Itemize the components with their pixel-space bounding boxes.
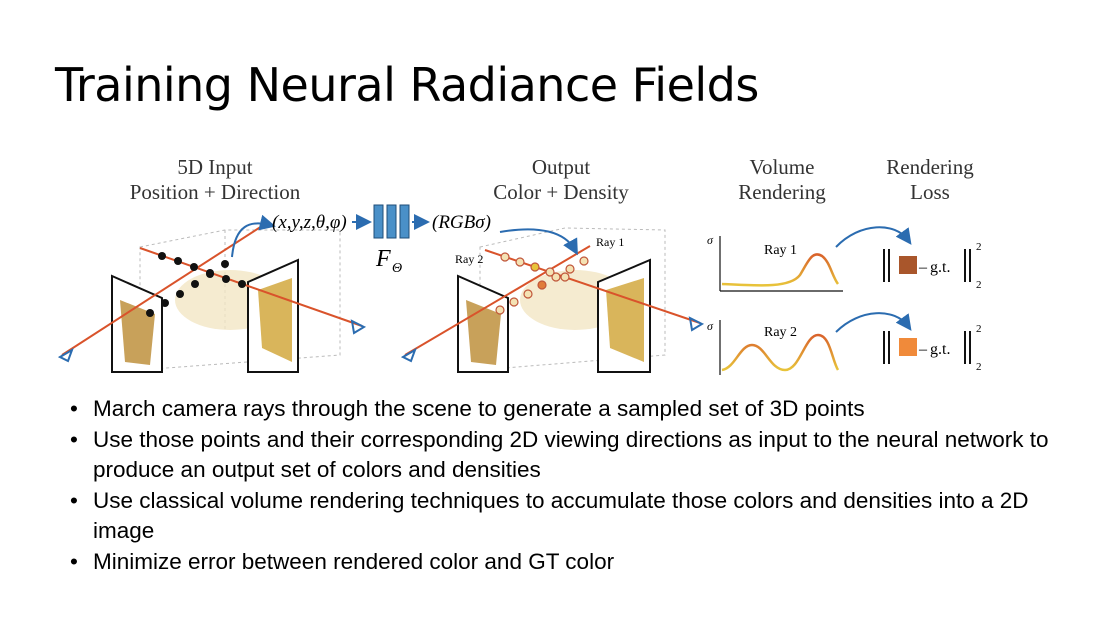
input-tuple: (x,y,z,θ,φ) bbox=[272, 212, 347, 233]
loss-heading-line2: Loss bbox=[910, 180, 950, 204]
bullet-item: •Use those points and their correspondin… bbox=[70, 426, 1049, 483]
scene-ray1-label: Ray 1 bbox=[596, 235, 624, 249]
output-scene bbox=[400, 227, 705, 373]
output-heading-line2: Color + Density bbox=[493, 180, 629, 204]
ray1-minus: – bbox=[918, 259, 928, 276]
ray2-norm-sup: 2 bbox=[976, 323, 982, 335]
network-block bbox=[352, 204, 430, 239]
ray1-density-plot bbox=[719, 236, 843, 292]
bullet-item: •Minimize error between rendered color a… bbox=[70, 548, 615, 574]
volume-heading-line2: Rendering bbox=[738, 180, 826, 204]
loss-heading-line1: Rendering bbox=[886, 155, 974, 179]
bullet-text: Minimize error between rendered color an… bbox=[93, 548, 615, 574]
output-heading-line1: Output bbox=[532, 155, 591, 179]
volume-heading-line1: Volume bbox=[750, 155, 815, 179]
bullet-item: •Use classical volume rendering techniqu… bbox=[70, 487, 1029, 544]
ray2-sigma-label: σ bbox=[707, 319, 714, 333]
input-scene bbox=[57, 214, 367, 373]
ray2-gt-label: g.t. bbox=[930, 341, 950, 358]
ray1-norm-sup: 2 bbox=[976, 241, 982, 253]
input-heading-line1: 5D Input bbox=[177, 155, 252, 179]
ray2-loss-term bbox=[883, 331, 971, 364]
ray2-minus: – bbox=[918, 341, 928, 358]
slide-title: Training Neural Radiance Fields bbox=[55, 58, 759, 112]
sample-points bbox=[146, 252, 246, 317]
nerf-pipeline-figure: 5D Input Position + Direction (x,y,z,θ,φ… bbox=[0, 140, 1100, 380]
ray1-sigma-label: σ bbox=[707, 233, 714, 247]
network-label: F bbox=[375, 246, 391, 272]
bullet-text: March camera rays through the scene to g… bbox=[93, 396, 865, 421]
ray2-density-plot bbox=[719, 320, 840, 375]
ray2-loss-arrow bbox=[835, 312, 912, 333]
ray1-norm-sub: 2 bbox=[976, 279, 982, 291]
ray2-plot-label: Ray 2 bbox=[764, 325, 797, 340]
output-tuple: (RGBσ) bbox=[432, 212, 491, 233]
bullet-item: •March camera rays through the scene to … bbox=[70, 396, 865, 421]
ray1-loss-arrow bbox=[835, 226, 912, 248]
bullet-text: Use classical volume rendering technique… bbox=[93, 487, 1029, 544]
ray1-gt-label: g.t. bbox=[930, 259, 950, 276]
ray1-plot-label: Ray 1 bbox=[764, 243, 797, 258]
input-heading-line2: Position + Direction bbox=[130, 180, 301, 204]
scene-ray2-label: Ray 2 bbox=[455, 252, 483, 266]
ray2-color-swatch bbox=[899, 338, 917, 356]
pipeline-svg: 5D Input Position + Direction (x,y,z,θ,φ… bbox=[57, 155, 982, 375]
bullet-list: •March camera rays through the scene to … bbox=[68, 394, 1068, 577]
ray1-loss-term bbox=[883, 249, 971, 282]
network-subscript: Θ bbox=[392, 261, 402, 276]
ray1-color-swatch bbox=[899, 256, 917, 274]
ray2-norm-sub: 2 bbox=[976, 361, 982, 373]
bullet-text: Use those points and their corresponding… bbox=[93, 426, 1049, 483]
